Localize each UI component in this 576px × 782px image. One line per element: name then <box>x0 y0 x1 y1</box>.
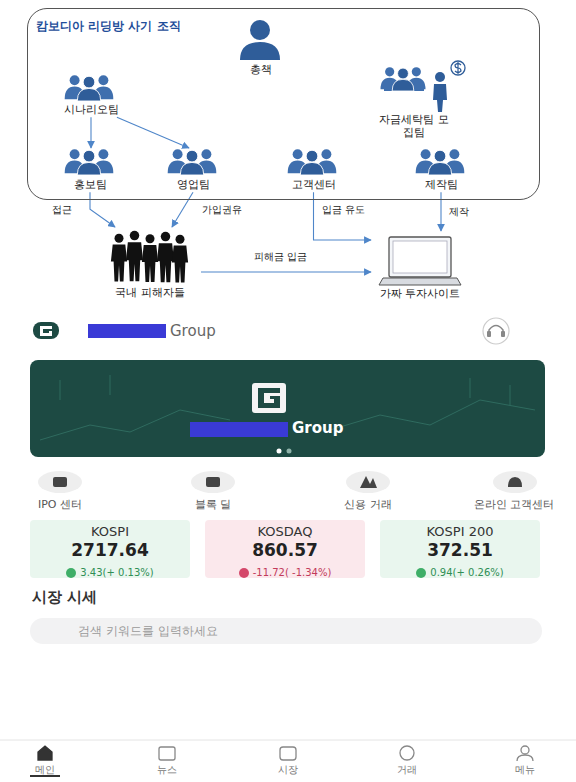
team-node: 자금세탁팀 모집팀 <box>376 63 452 139</box>
flow-arrow <box>201 271 371 272</box>
website-node: 가짜 투자사이트 <box>372 232 468 300</box>
app-label: 메인 <box>15 763 75 777</box>
app-label: 신용 거래 <box>318 497 418 512</box>
node-text: 홍보팀 <box>61 178 119 191</box>
node-text: 0.94(+ 0.26%) <box>416 566 503 579</box>
node-text: 고객센터 <box>281 178 346 191</box>
team-node: 홍보팀 <box>61 149 119 191</box>
app-label: 거래 <box>377 763 437 777</box>
team-node: 시나리오팀 <box>54 76 128 116</box>
app-label: 블록 딜 <box>163 497 263 512</box>
node-text: 자금세탁팀 모집팀 <box>376 113 452 139</box>
team-node: 제작팀 <box>411 149 471 191</box>
node-text: KOSPI 200 <box>380 524 540 540</box>
node-text: 총책 <box>231 63 291 76</box>
edge-label: 피해금 입금 <box>252 250 309 264</box>
node-text: 860.57 <box>205 540 365 561</box>
flow-arrow <box>117 117 189 148</box>
edge-label: 가입권유 <box>200 203 244 217</box>
node-text: 2717.64 <box>30 540 190 561</box>
index-card: KOSDAQ860.57 -11.72( -1.34%) <box>205 520 365 578</box>
node-text: 영업팀 <box>163 178 223 191</box>
app-label: 시장 <box>258 763 318 777</box>
node-text: 캄보디아 리딩방 사기 조직 <box>36 18 181 35</box>
flow-arrow <box>172 192 193 227</box>
app-label: 시장 시세 <box>32 588 182 607</box>
edge-label: 접근 <box>50 203 74 217</box>
edge-label: 제작 <box>447 205 471 219</box>
flow-arrow <box>440 192 441 231</box>
node-text: KOSDAQ <box>205 524 365 540</box>
role-node: 총책 <box>231 19 291 76</box>
flow-arrow <box>90 117 91 148</box>
node-text: 시나리오팀 <box>54 103 128 116</box>
index-card: KOSPI 200372.51 0.94(+ 0.26%) <box>380 520 540 578</box>
index-card: KOSPI2717.64 3.43(+ 0.13%) <box>30 520 190 578</box>
team-node: 영업팀 <box>163 149 223 191</box>
app-label: IPO 센터 <box>10 497 110 512</box>
node-text: -11.72( -1.34%) <box>239 566 332 579</box>
node-text: 검색 키워드를 입력하세요 <box>78 623 542 640</box>
node-text: 3.43(+ 0.13%) <box>66 566 153 579</box>
node-text: 제작팀 <box>411 178 471 191</box>
organization-frame: 캄보디아 리딩방 사기 조직총책시나리오팀자금세탁팀 모집팀홍보팀 영업팀 고객센터… <box>27 8 540 200</box>
app-label: 뉴스 <box>137 763 197 777</box>
victims-node: 국내 피해자들 <box>100 228 200 299</box>
app-label: 온라인 고객센터 <box>455 497 573 512</box>
node-text: 가짜 투자사이트 <box>372 287 468 300</box>
flow-arrow <box>90 192 115 227</box>
node-text: 국내 피해자들 <box>100 286 200 299</box>
search-box: 검색 키워드를 입력하세요 <box>30 618 542 644</box>
node-text: 372.51 <box>380 540 540 561</box>
app-label: Group <box>292 419 392 437</box>
node-text: KOSPI <box>30 524 190 540</box>
team-node: 고객센터 <box>281 149 346 191</box>
app-label: 메뉴 <box>495 763 555 777</box>
app-label: Group <box>170 322 250 340</box>
edge-label: 입금 유도 <box>320 203 367 217</box>
